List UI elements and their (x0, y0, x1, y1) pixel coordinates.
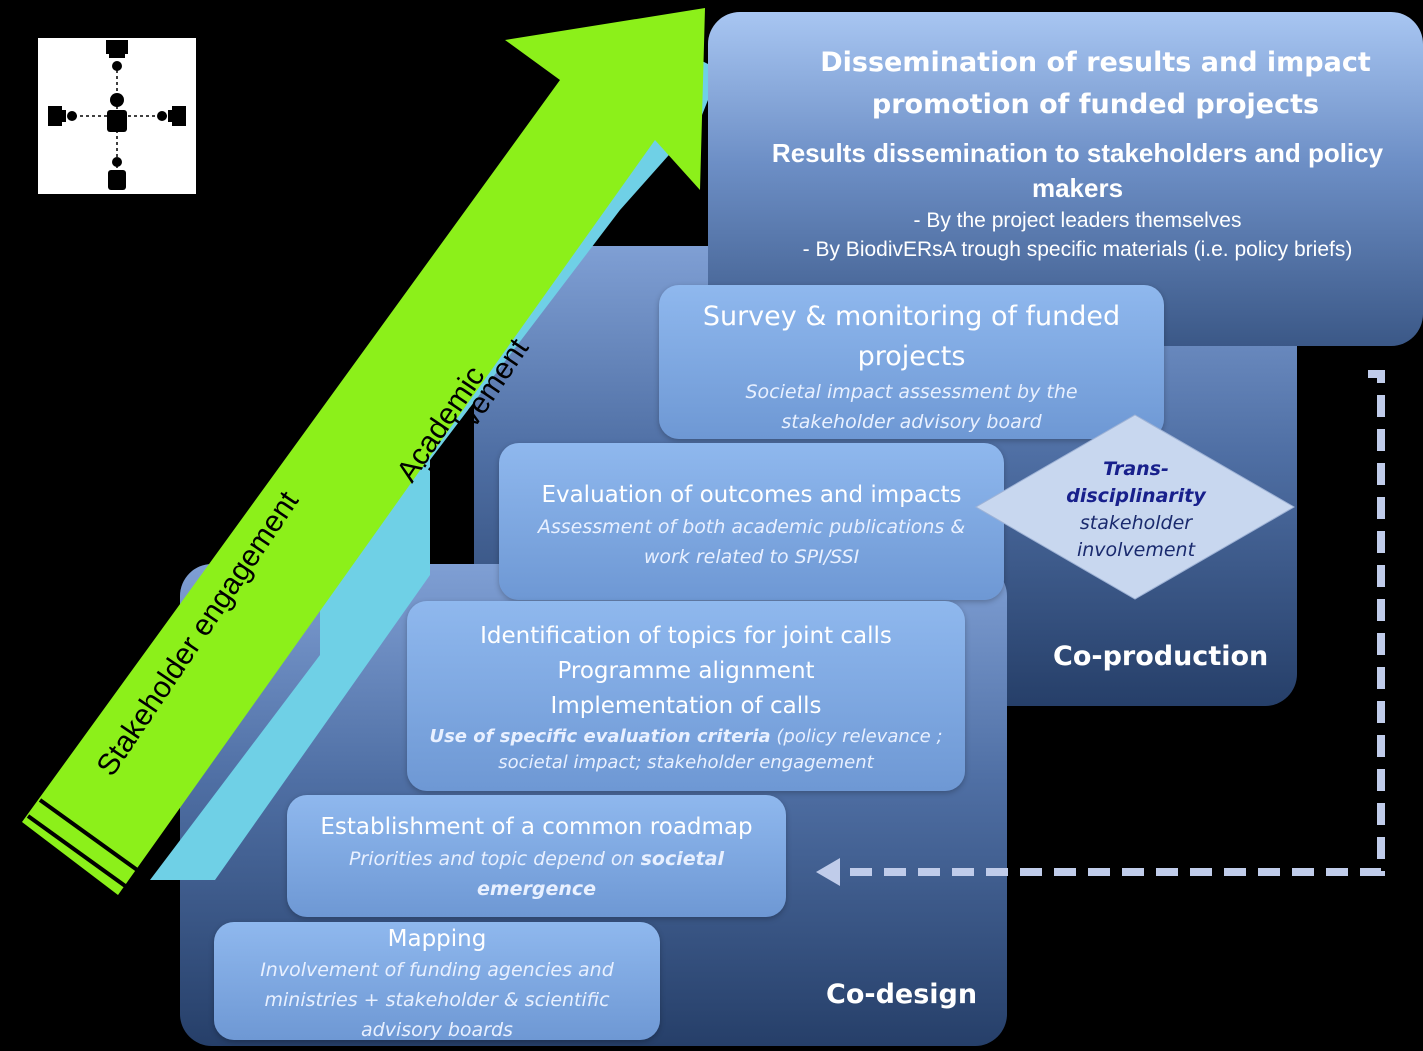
roadmap-sub-bold: societal emergence (476, 848, 725, 900)
mapping-title: Mapping (387, 926, 487, 952)
mapping-box: Mapping Involvement of funding agencies … (214, 922, 660, 1041)
dissemination-subtitle: Results dissemination to stakeholders an… (771, 138, 1384, 203)
survey-monitoring-box: Survey & monitoring of funded projects S… (659, 285, 1164, 439)
survey-sub: Societal impact assessment by the stakeh… (745, 381, 1078, 433)
evaluation-box: Evaluation of outcomes and impacts Asses… (499, 443, 1004, 600)
identification-box: Identification of topics for joint calls… (407, 601, 965, 791)
roadmap-box: Establishment of a common roadmap Priori… (287, 795, 786, 917)
dissemination-bullet: - By the project leaders themselves (913, 209, 1242, 232)
mapping-sub: Involvement of funding agencies and mini… (260, 959, 614, 1041)
identification-line2: Programme alignment (557, 658, 815, 684)
identification-sub: Use of specific evaluation criteria (pol… (407, 724, 965, 776)
stakeholder-arrow (22, 8, 705, 895)
identification-sub-rest: (policy relevance ; societal impact; sta… (498, 726, 943, 773)
stakeholder-arrow-tail-stripes (26, 798, 142, 890)
identification-line3: Implementation of calls (550, 693, 822, 719)
transdisciplinarity-diamond (975, 414, 1295, 600)
feedback-arrowhead (816, 858, 840, 886)
diamond-line3: stakeholder (1079, 512, 1193, 534)
diamond-line2: disciplinarity (1066, 485, 1206, 507)
identification-line1: Identification of topics for joint calls (480, 623, 892, 649)
dissemination-bullet: - By BiodivERsA trough specific material… (802, 238, 1353, 261)
academic-arrow (150, 60, 720, 880)
codesign-label: Co-design (826, 979, 978, 1010)
identification-sub-bold: Use of specific evaluation criteria (429, 726, 771, 747)
evaluation-sub: Assessment of both academic publications… (537, 516, 966, 568)
feedback-dashed-arrow (838, 370, 1385, 876)
transdisciplinarity-text: Trans- disciplinarity stakeholder involv… (1050, 456, 1222, 564)
stakeholder-network-logo (38, 38, 196, 194)
diamond-line4: involvement (1076, 539, 1196, 561)
survey-title: Survey & monitoring of funded projects (702, 301, 1121, 372)
coproduction-label: Co-production (1053, 641, 1269, 672)
diamond-line1: Trans- (1103, 458, 1169, 480)
roadmap-title: Establishment of a common roadmap (320, 814, 753, 840)
roadmap-sub: Priorities and topic depend on societal … (287, 844, 786, 904)
roadmap-sub-text: Priorities and topic depend on (348, 848, 641, 870)
dissemination-title: Dissemination of results and impact prom… (820, 47, 1371, 120)
evaluation-title: Evaluation of outcomes and impacts (541, 482, 962, 508)
